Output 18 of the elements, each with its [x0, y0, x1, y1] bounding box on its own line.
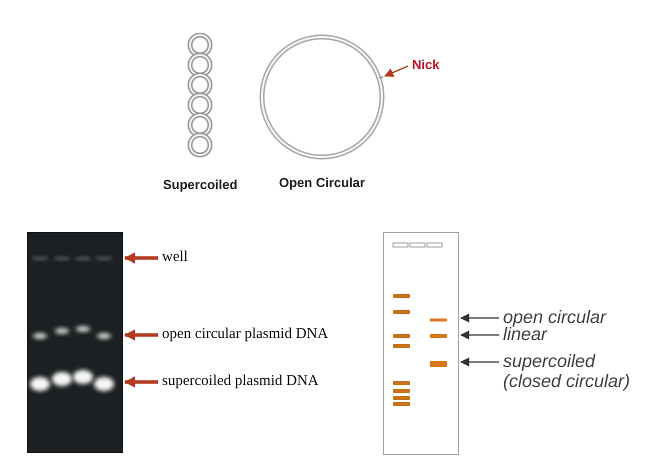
gel-photo [27, 232, 123, 453]
band-label: open circular [503, 307, 606, 327]
arrow [460, 357, 499, 367]
drawing-caption: Open Circular [279, 175, 365, 190]
band-label: open circular plasmid DNA [162, 324, 328, 344]
circular-dna-drawing [258, 33, 386, 161]
band-label: supercoiled (closed circular) [503, 351, 653, 391]
arrow [460, 313, 499, 323]
drawing-caption: Supercoiled [163, 177, 238, 192]
band-label: well [162, 247, 188, 267]
arrow [124, 329, 158, 341]
callout-label: Nick [412, 55, 440, 75]
arrow [124, 252, 158, 264]
arrow [460, 330, 499, 340]
band-label: supercoiled plasmid DNA [162, 371, 319, 391]
arrow [384, 65, 408, 77]
gel-drawing [383, 232, 459, 455]
arrow [124, 376, 158, 388]
